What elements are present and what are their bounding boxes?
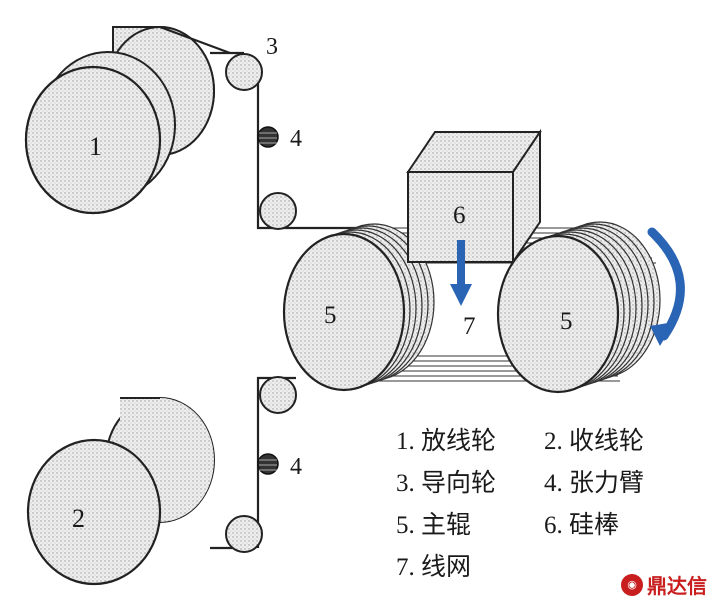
label-guide-wheel: 3: [266, 34, 278, 60]
label-tension-arm-top: 4: [290, 126, 302, 152]
payoff-wheel: [24, 26, 215, 215]
takeup-wheel: [26, 397, 215, 586]
guide-wheel: [225, 53, 297, 553]
watermark-logo-icon: ◉: [621, 573, 643, 596]
feed-arrow-icon: [450, 240, 472, 306]
label-payoff-wheel: 1: [89, 132, 102, 161]
legend: 1. 放线轮 2. 收线轮 3. 导向轮 4. 张力臂 5. 主辊 6. 硅棒 …: [396, 424, 716, 586]
main-roller-left: [282, 223, 435, 392]
legend-item: 4. 张力臂: [544, 470, 645, 497]
legend-item: 2. 收线轮: [544, 428, 645, 455]
legend-item: 5. 主辊: [396, 512, 472, 539]
label-main-roller-left: 5: [324, 302, 337, 329]
legend-item: 3. 导向轮: [396, 470, 497, 497]
watermark: ◉ 鼎达信: [621, 570, 707, 599]
label-tension-arm-bottom: 4: [290, 454, 302, 480]
main-roller-right: [496, 221, 661, 394]
tension-arm: [257, 126, 279, 475]
label-takeup-wheel: 2: [72, 504, 85, 533]
watermark-text: 鼎达信: [647, 574, 707, 598]
legend-item: 7. 线网: [396, 554, 472, 581]
label-silicon-rod: 6: [453, 202, 466, 229]
legend-item: 1. 放线轮: [396, 428, 497, 455]
label-main-roller-right: 5: [560, 308, 573, 335]
rotation-arrow-icon: [647, 227, 685, 346]
legend-item: 6. 硅棒: [544, 512, 620, 539]
label-wire-net: 7: [463, 313, 476, 340]
silicon-rod: [406, 128, 542, 266]
